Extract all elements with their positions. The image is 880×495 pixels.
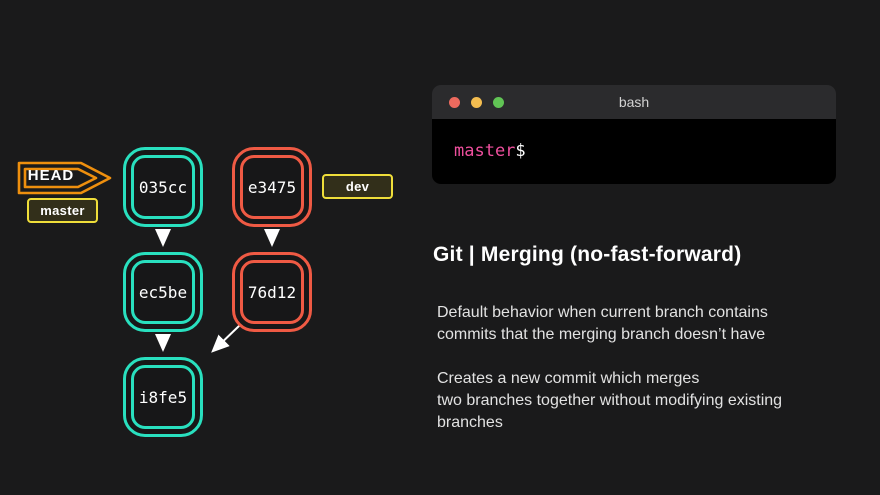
commit-node-76d12: 76d12 xyxy=(232,252,312,332)
close-button[interactable] xyxy=(449,96,460,108)
branch-label-master: master xyxy=(27,198,98,223)
commit-node-035cc: 035cc xyxy=(123,147,203,227)
commit-node-inner-ring xyxy=(131,155,195,219)
commit-node-inner-ring xyxy=(131,365,195,429)
slide-paragraph: Creates a new commit which merges two br… xyxy=(437,370,783,431)
terminal-window: bash master$ xyxy=(432,85,836,184)
commit-node-inner-ring xyxy=(131,260,195,324)
commit-node-i8fe5: i8fe5 xyxy=(123,357,203,437)
commit-id: i8fe5 xyxy=(138,387,188,407)
head-pointer-icon xyxy=(17,161,112,195)
prompt-branch: master xyxy=(454,141,516,161)
terminal-title: bash xyxy=(618,94,650,110)
head-label: HEAD xyxy=(27,167,75,184)
commit-node-inner-ring xyxy=(240,260,304,324)
commit-node-e3475: e3475 xyxy=(232,147,312,227)
slide-heading: Git | Merging (no-fast-forward) xyxy=(433,243,742,266)
slide-paragraph: Default behavior when current branch con… xyxy=(437,304,768,343)
commit-node-inner-ring xyxy=(240,155,304,219)
maximize-button[interactable] xyxy=(493,96,504,108)
prompt-symbol: $ xyxy=(515,141,526,161)
branch-label-dev: dev xyxy=(322,174,393,199)
terminal-body[interactable]: master$ xyxy=(432,119,836,184)
commit-node-ec5be: ec5be xyxy=(123,252,203,332)
terminal-titlebar: bash xyxy=(432,85,836,119)
commit-id: 76d12 xyxy=(247,282,297,302)
commit-id: e3475 xyxy=(247,177,297,197)
commit-id: 035cc xyxy=(138,177,188,197)
minimize-button[interactable] xyxy=(471,96,482,108)
commit-id: ec5be xyxy=(138,282,188,302)
